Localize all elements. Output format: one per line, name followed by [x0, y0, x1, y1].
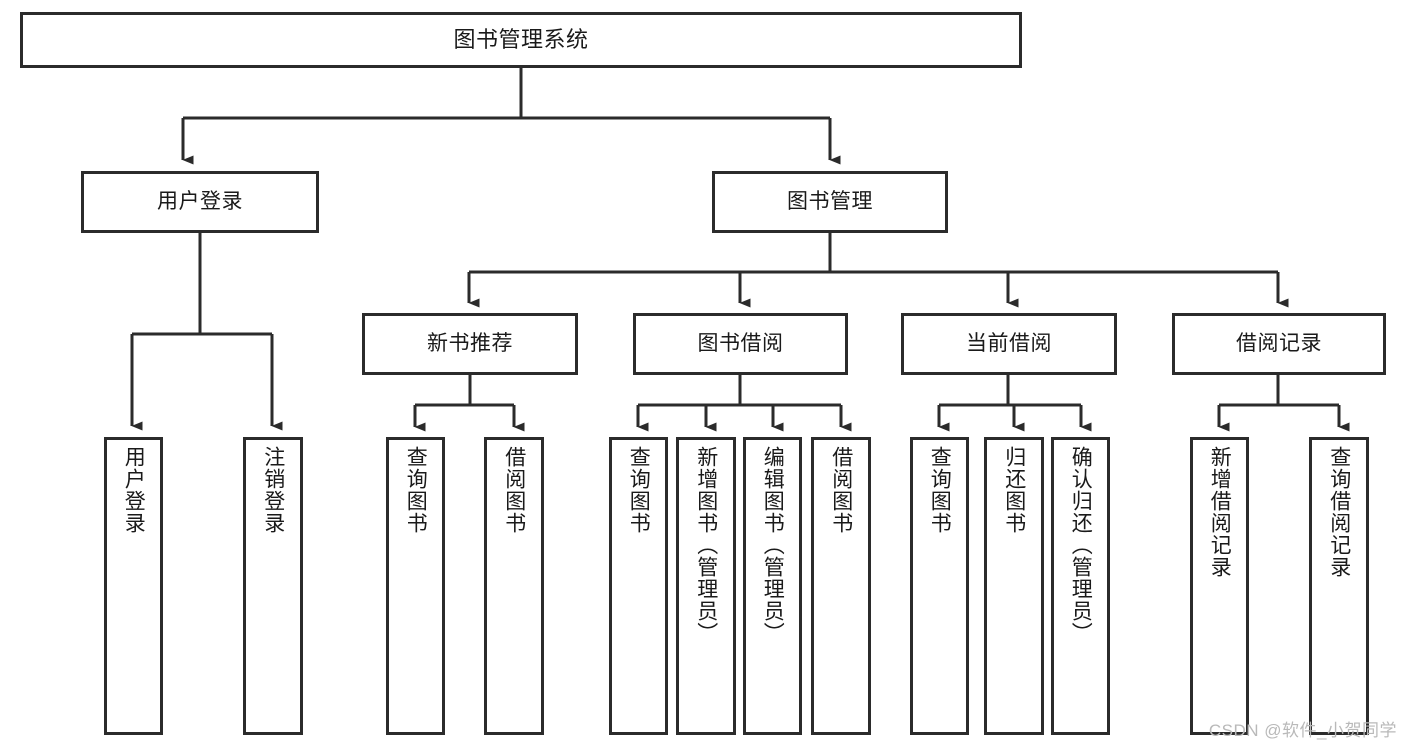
- node-label: 借阅记录: [1236, 331, 1322, 355]
- node-leaf-edit-book-admin[interactable]: 编辑图书（管理员）: [743, 437, 802, 735]
- node-leaf-logout-login[interactable]: 注销登录: [243, 437, 303, 735]
- node-leaf-add-book-admin[interactable]: 新增图书（管理员）: [676, 437, 736, 735]
- node-book-management[interactable]: 图书管理: [712, 171, 948, 233]
- node-leaf-borrow-book-1[interactable]: 借阅图书: [484, 437, 544, 735]
- node-leaf-query-book-2[interactable]: 查询图书: [609, 437, 668, 735]
- node-label: 新增借阅记录: [1208, 446, 1232, 578]
- node-book-management-system[interactable]: 图书管理系统: [20, 12, 1022, 68]
- node-leaf-query-book-1[interactable]: 查询图书: [386, 437, 445, 735]
- node-label: 借阅图书: [502, 446, 526, 534]
- node-label: 查询图书: [627, 446, 651, 534]
- node-label: 当前借阅: [966, 331, 1052, 355]
- node-leaf-confirm-return-admin[interactable]: 确认归还（管理员）: [1051, 437, 1110, 735]
- node-label: 新书推荐: [427, 331, 513, 355]
- node-label: 确认归还（管理员）: [1069, 446, 1093, 644]
- node-leaf-query-book-3[interactable]: 查询图书: [910, 437, 969, 735]
- node-label: 查询借阅记录: [1327, 446, 1351, 578]
- node-user-login[interactable]: 用户登录: [81, 171, 319, 233]
- node-leaf-add-borrow-record[interactable]: 新增借阅记录: [1190, 437, 1249, 735]
- node-label: 归还图书: [1002, 446, 1026, 534]
- node-leaf-query-borrow-record[interactable]: 查询借阅记录: [1309, 437, 1369, 735]
- node-label: 注销登录: [261, 446, 285, 534]
- node-label: 图书管理系统: [453, 27, 589, 53]
- node-label: 查询图书: [928, 446, 952, 534]
- node-leaf-borrow-book-2[interactable]: 借阅图书: [811, 437, 871, 735]
- node-label: 用户登录: [122, 446, 146, 534]
- node-book-borrow[interactable]: 图书借阅: [633, 313, 848, 375]
- node-leaf-user-login[interactable]: 用户登录: [104, 437, 163, 735]
- node-label: 图书借阅: [697, 331, 784, 355]
- csdn-watermark: CSDN @软件_小贺同学: [1208, 721, 1397, 740]
- node-leaf-return-book[interactable]: 归还图书: [984, 437, 1044, 735]
- node-label: 查询图书: [404, 446, 428, 534]
- node-borrow-record[interactable]: 借阅记录: [1172, 313, 1386, 375]
- node-label: 用户登录: [157, 189, 243, 213]
- node-label: 图书管理: [787, 189, 873, 213]
- node-new-book-recommend[interactable]: 新书推荐: [362, 313, 578, 375]
- node-label: 借阅图书: [829, 446, 853, 534]
- node-label: 新增图书（管理员）: [694, 446, 718, 644]
- node-current-borrow[interactable]: 当前借阅: [901, 313, 1117, 375]
- node-label: 编辑图书（管理员）: [761, 446, 785, 644]
